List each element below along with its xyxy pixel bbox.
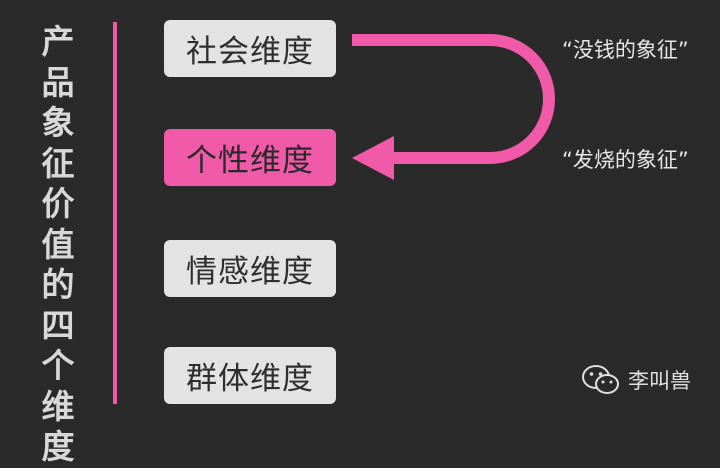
- title-char: 度: [41, 427, 75, 466]
- dimension-box-personality: 个性维度: [164, 129, 336, 186]
- watermark: 李叫兽: [582, 362, 691, 398]
- dimension-box-group: 群体维度: [164, 347, 336, 404]
- curved-arrow-path: [352, 34, 555, 164]
- divider-line: [113, 22, 117, 404]
- curved-arrow: [352, 34, 555, 180]
- watermark-text: 李叫兽: [628, 369, 691, 393]
- note-enthusiast: “发烧的象征”: [562, 148, 689, 172]
- title-char: 象: [41, 103, 75, 142]
- dimension-box-emotion: 情感维度: [164, 240, 336, 297]
- title-char: 的: [41, 265, 75, 304]
- title-char: 产: [41, 22, 75, 61]
- title-char: 个: [41, 346, 75, 385]
- title-char: 值: [41, 224, 75, 264]
- arrow-head: [352, 136, 394, 180]
- title-char: 价: [41, 184, 75, 223]
- title-char: 征: [41, 143, 75, 183]
- wechat-icon: [582, 365, 619, 394]
- dimension-box-social: 社会维度: [164, 20, 336, 77]
- note-no-money: “没钱的象征”: [562, 38, 689, 62]
- title-char: 品: [41, 62, 75, 102]
- title-char: 四: [41, 305, 75, 345]
